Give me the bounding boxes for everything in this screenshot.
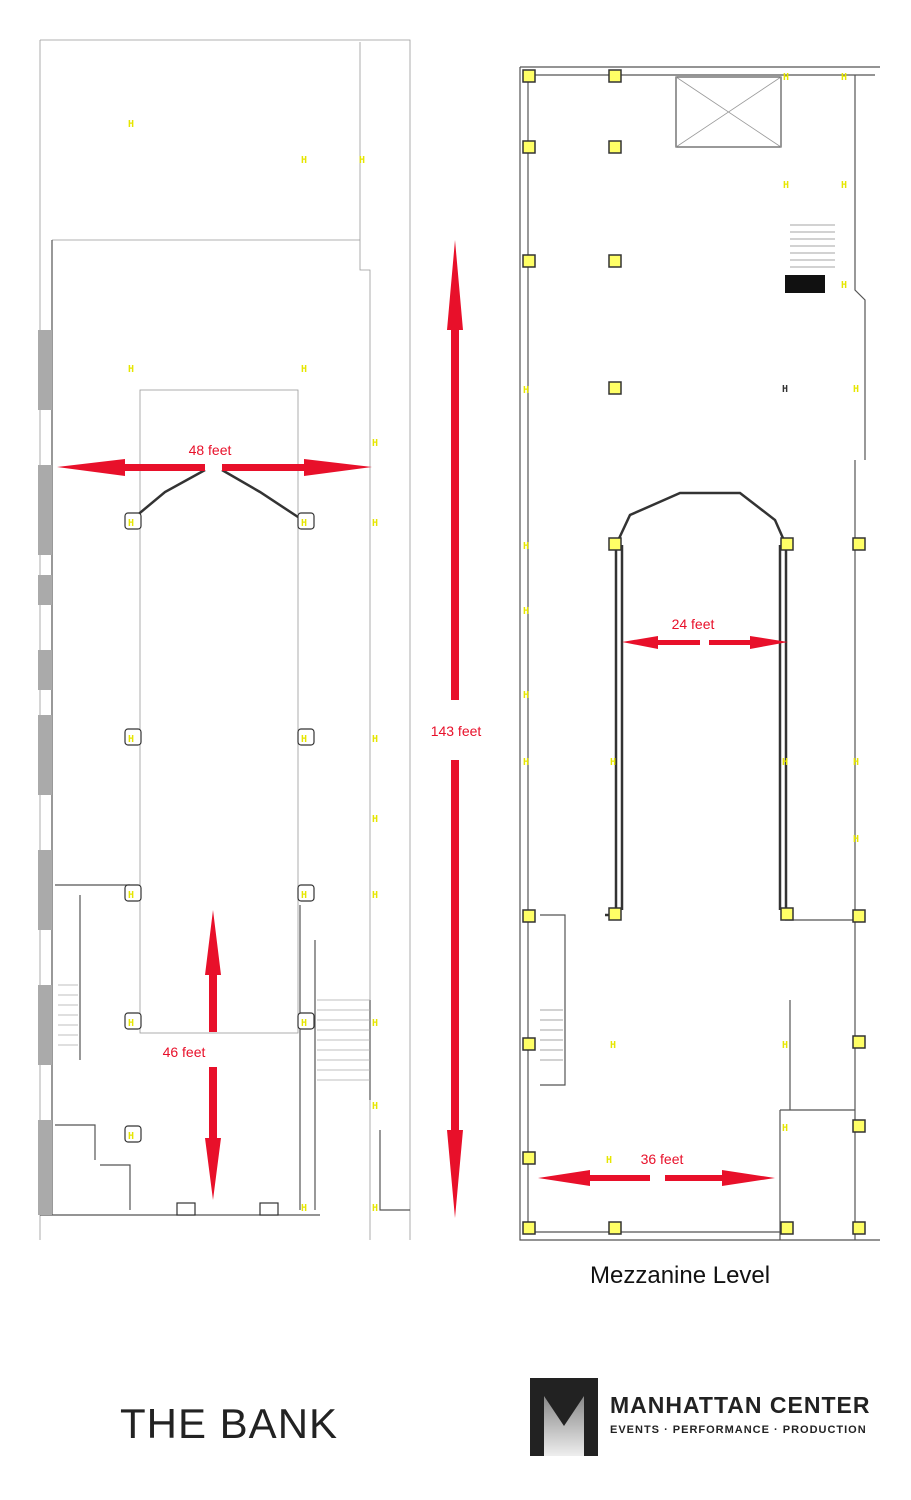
- column-marker: H: [372, 1203, 378, 1214]
- column-marker: H: [359, 155, 365, 166]
- column-marker: H: [853, 384, 859, 395]
- center-atrium: [139, 389, 299, 1034]
- column-marker: H: [782, 1040, 788, 1051]
- column-marker: H: [372, 734, 378, 745]
- column-marker: H: [372, 438, 378, 449]
- column-marker: H: [783, 72, 789, 83]
- exterior-windows: [38, 330, 52, 1215]
- column-marker: H: [523, 690, 529, 701]
- column-marker: H: [301, 734, 307, 745]
- column-marker: H: [610, 757, 616, 768]
- logo-name: MANHATTAN CENTER: [610, 1392, 871, 1418]
- dimension-label-143-feet: 143 feet: [431, 723, 482, 739]
- the-bank-title: THE BANK: [120, 1400, 339, 1447]
- column-marker: H: [853, 757, 859, 768]
- column-marker: H: [372, 890, 378, 901]
- column-marker: H: [372, 518, 378, 529]
- column-marker: H: [301, 518, 307, 529]
- dimension-arrow-36-feet: [538, 1170, 775, 1186]
- mezz-fixture: [785, 275, 825, 293]
- column-marker: H: [841, 72, 847, 83]
- column-marker: H: [301, 1018, 307, 1029]
- dimension-label-46-feet: 46 feet: [163, 1044, 206, 1060]
- column-marker: H: [523, 541, 529, 552]
- dimension-arrow-24-feet: [622, 636, 788, 649]
- column-marker: H: [372, 1101, 378, 1112]
- logo-tagline: EVENTS · PERFORMANCE · PRODUCTION: [610, 1424, 867, 1436]
- mezz-columns: [522, 69, 866, 1235]
- column-markers: H H H H H H H H H H H H H H H H H H H H …: [128, 72, 859, 1214]
- dimension-arrow-48-feet: [57, 459, 372, 476]
- column-marker: H: [128, 734, 134, 745]
- mezz-skylight: [675, 76, 782, 148]
- column-marker: H: [841, 280, 847, 291]
- column-marker: H: [782, 384, 788, 395]
- mezz-stairs: [540, 224, 835, 1061]
- bank-columns: [124, 512, 315, 1216]
- column-marker: H: [128, 364, 134, 375]
- column-marker: H: [782, 757, 788, 768]
- column-marker: H: [301, 155, 307, 166]
- mezzanine-floor-plan: H 24 feet 36 feet: [519, 66, 880, 1241]
- manhattan-center-logo: MANHATTAN CENTER EVENTS · PERFORMANCE · …: [530, 1378, 890, 1458]
- column-marker: H: [128, 119, 134, 130]
- logo-m-icon: [530, 1378, 598, 1456]
- dimension-arrow-143-feet: [447, 240, 463, 1218]
- column-marker: H: [128, 890, 134, 901]
- column-marker: H: [128, 518, 134, 529]
- column-marker: H: [372, 1018, 378, 1029]
- column-marker: H: [853, 834, 859, 845]
- column-marker: H: [610, 1040, 616, 1051]
- dimension-arrow-46-feet: [205, 910, 221, 1200]
- column-marker: H: [372, 814, 378, 825]
- column-marker: H: [783, 180, 789, 191]
- column-marker: H: [523, 606, 529, 617]
- column-marker: H: [128, 1018, 134, 1029]
- column-marker: H: [128, 1131, 134, 1142]
- column-marker: H: [301, 1203, 307, 1214]
- column-marker: H: [606, 1155, 612, 1166]
- bank-floor-plan: 48 feet 143 feet 46 feet: [38, 39, 482, 1240]
- dimension-label-36-feet: 36 feet: [641, 1151, 684, 1167]
- column-marker: H: [301, 364, 307, 375]
- stairs: [58, 984, 370, 1081]
- column-marker: H: [523, 757, 529, 768]
- column-marker: H: [841, 180, 847, 191]
- dimension-label-48-feet: 48 feet: [189, 442, 232, 458]
- column-marker: H: [523, 385, 529, 396]
- column-marker: H: [782, 1123, 788, 1134]
- mezzanine-level-title: Mezzanine Level: [590, 1262, 771, 1289]
- dimension-label-24-feet: 24 feet: [672, 616, 715, 632]
- column-marker: H: [301, 890, 307, 901]
